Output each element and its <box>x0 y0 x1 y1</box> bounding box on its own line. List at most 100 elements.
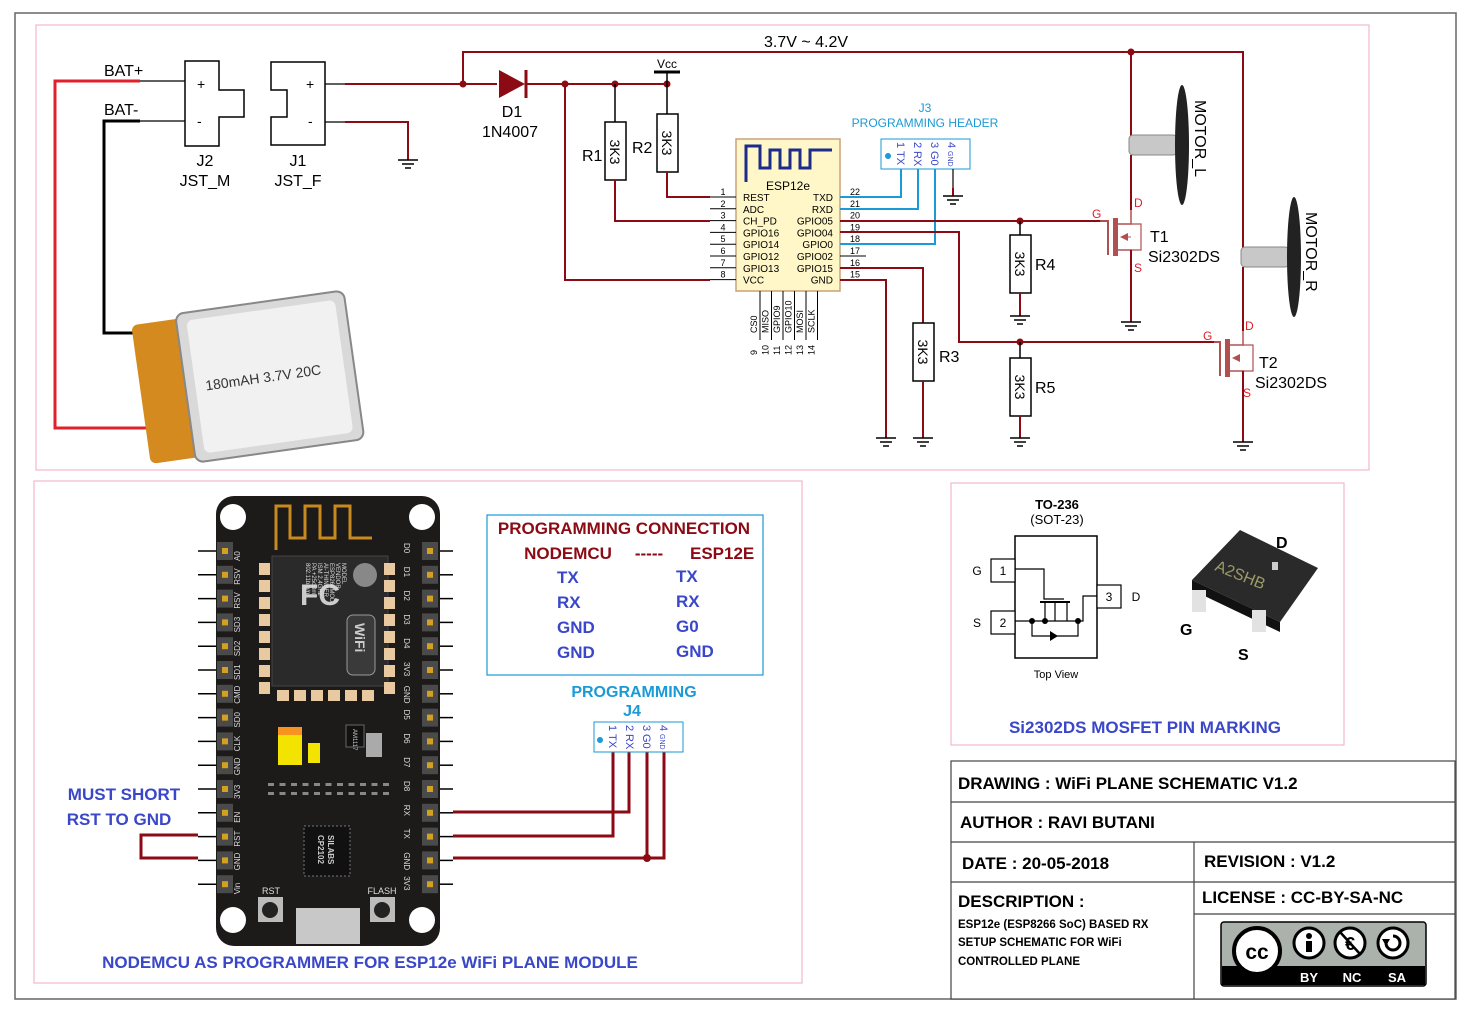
esp-pin-num: 17 <box>850 246 860 256</box>
connector-j1: + - J1 JST_F <box>270 61 326 190</box>
nodemcu-left-pin-label: SD3 <box>233 616 242 632</box>
svg-text:-: - <box>197 113 202 129</box>
svg-text:3K3: 3K3 <box>1012 252 1028 277</box>
d1-value: 1N4007 <box>482 124 538 141</box>
nodemcu-left-pin-label: CLK <box>233 735 242 751</box>
j2-value: JST_M <box>180 173 231 190</box>
voltage-label: 3.7V ~ 4.2V <box>764 34 848 51</box>
resistor-r1: 3K3 R1 <box>582 84 710 222</box>
esp-pin-num: 9 <box>749 350 759 355</box>
esp-pin-num: 11 <box>772 346 782 355</box>
esp-pin-name: GPIO0 <box>802 240 833 251</box>
conn-row-esp: TX <box>676 567 698 586</box>
pin-s-label: S <box>973 616 981 630</box>
esp-pin-name: GPIO10 <box>784 300 794 333</box>
esp-pin-name: VCC <box>743 276 764 287</box>
esp-pin-num: 12 <box>784 345 794 355</box>
motor-l-label: MOTOR_L <box>1191 100 1208 177</box>
module-text-line: ESP8266MOD <box>328 563 334 603</box>
header-pin-num: 4 <box>657 725 669 731</box>
esp-pin-name: CS0 <box>749 315 759 333</box>
t2-value: Si2302DS <box>1255 375 1327 392</box>
esp-pin-num: 2 <box>720 199 725 209</box>
j4-ref: J4 <box>623 703 641 720</box>
header-pin-name: G0 <box>928 151 940 166</box>
connector-j2: + - J2 JST_M <box>180 60 245 190</box>
svg-text:3K3: 3K3 <box>915 340 931 365</box>
nodemcu-right-pin-label: D2 <box>402 591 411 602</box>
svg-text:S: S <box>1243 386 1251 400</box>
esp-pin-name: GPIO16 <box>743 228 780 239</box>
mosfet-t1: G D S T1 Si2302DS <box>1092 196 1220 275</box>
motor-right: MOTOR_R <box>1240 197 1319 317</box>
motor-r-label: MOTOR_R <box>1302 212 1319 292</box>
header-pin-name: RX <box>623 734 635 750</box>
nodemcu-left-pin-label: RSV <box>233 591 242 608</box>
esp-pin-name: GND <box>811 276 833 287</box>
conn-row-esp: RX <box>676 592 700 611</box>
bat-minus-wire <box>102 119 150 335</box>
t1-ref: T1 <box>1150 229 1169 246</box>
rst-gnd-jumper <box>139 833 198 860</box>
mosfet-t2: G D S T2 Si2302DS <box>1203 319 1327 400</box>
svg-text:3K3: 3K3 <box>607 140 623 165</box>
nodemcu-right-pin-label: D6 <box>402 733 411 744</box>
photo-s-label: S <box>1238 647 1249 664</box>
mosfet-chip-photo: A2SHB D G S <box>1180 530 1318 664</box>
photo-d-label: D <box>1276 535 1288 552</box>
nodemcu-left-pin-label: SD1 <box>233 664 242 680</box>
esp-pin-name: GPIO9 <box>772 305 782 333</box>
pin-g-label: G <box>972 564 981 578</box>
bat-minus-label: BAT- <box>104 102 138 119</box>
motor-left: MOTOR_L <box>1128 85 1208 205</box>
esp-pin-name: RXD <box>812 205 833 216</box>
nodemcu-left-pin-label: RST <box>233 830 242 846</box>
diode-d1: D1 1N4007 <box>482 70 538 141</box>
esp-pin-num: 3 <box>720 211 725 221</box>
header-pin-num: 4 <box>945 142 957 148</box>
module-text-line: AI-THINKER <box>322 563 328 598</box>
header-pin-num: 1 <box>894 142 906 148</box>
esp-pin-num: 13 <box>795 345 805 355</box>
esp-pin-num: 15 <box>850 270 860 280</box>
svg-text:3K3: 3K3 <box>1012 375 1028 400</box>
programming-connection-table: PROGRAMMING CONNECTION NODEMCU ----- ESP… <box>486 514 764 676</box>
resistor-r3: 3K3 R3 <box>912 322 960 447</box>
module-text-line: PA +25dBm <box>310 563 316 594</box>
usb-port <box>296 908 360 944</box>
conn-row-nodemcu: GND <box>557 643 595 662</box>
nodemcu-right-pin-label: TX <box>402 829 411 840</box>
fcc-logo: FC <box>300 579 340 612</box>
nodemcu-left-pin-label: GND <box>233 757 242 775</box>
r4-ref: R4 <box>1035 257 1056 274</box>
esp-pin-num: 1 <box>720 187 725 197</box>
j3-title: PROGRAMMING HEADER <box>852 116 999 130</box>
header-pin-name: GND <box>946 151 953 167</box>
flash-button-label: FLASH <box>367 886 396 896</box>
esp-pin-name: GPIO14 <box>743 240 780 251</box>
motor-supply-rail <box>462 51 1244 260</box>
license: LICENSE : CC-BY-SA-NC <box>1202 888 1403 907</box>
lipo-battery: 180mAH 3.7V 20C <box>132 290 365 464</box>
nodemcu-right-pin-label: GND <box>402 686 411 704</box>
t2-ref: T2 <box>1259 355 1278 372</box>
esp-pin-name: GPIO05 <box>797 217 834 228</box>
esp-pin-name: SCLK <box>807 309 817 333</box>
nodemcu-left-pin-label: SD2 <box>233 640 242 656</box>
nodemcu-left-pin-label: RSV <box>233 568 242 585</box>
sheet-border <box>14 12 1457 1000</box>
esp-pin-num: 14 <box>807 345 817 355</box>
nodemcu-right-pin-label: D3 <box>402 614 411 625</box>
must-short-line1: MUST SHORT <box>68 785 181 804</box>
t1-value: Si2302DS <box>1148 249 1220 266</box>
d1-ref: D1 <box>502 104 523 121</box>
header-pin-name: G0 <box>640 734 652 749</box>
revision: REVISION : V1.2 <box>1204 852 1335 871</box>
vcc-label: Vcc <box>657 57 677 71</box>
nodemcu-board: FC WiFi MODELVENDORESP8266MODAI-THINKERI… <box>216 496 440 946</box>
description-label: DESCRIPTION : <box>958 892 1085 911</box>
esp-pin-name: GPIO12 <box>743 252 780 263</box>
j3-ref: J3 <box>919 101 932 115</box>
svg-text:G: G <box>1092 207 1101 221</box>
